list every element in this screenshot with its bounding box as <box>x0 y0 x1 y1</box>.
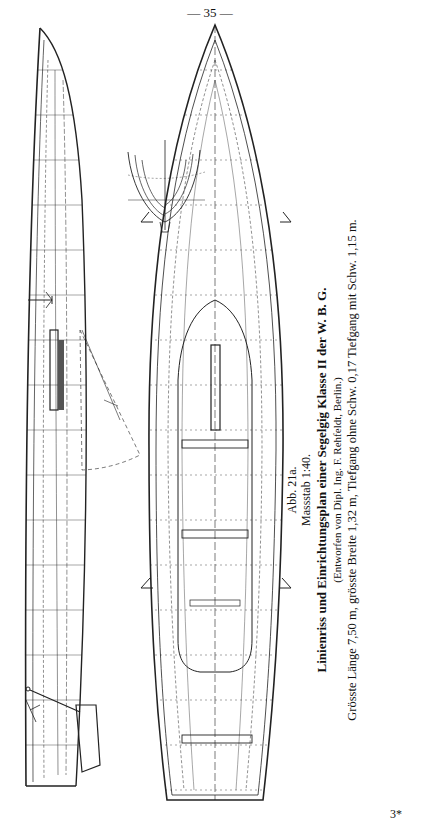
figure-caption: Linienriss und Einrichtungsplan einer Se… <box>315 288 329 673</box>
signature-mark: 3* <box>390 808 402 821</box>
designer-note: (Entworfen von Dipl. Ing. F. Rehfeldt, B… <box>331 377 343 582</box>
figure-number: Abb. 21a. <box>286 467 299 514</box>
scale-note: Massstab 1:40. <box>300 454 313 526</box>
dimension-note: Grösste Länge 7,50 m, grösste Breite 1,3… <box>346 219 360 720</box>
half-breadth-plan <box>140 25 295 800</box>
page-number: — 35 — <box>187 6 233 20</box>
body-plan <box>128 140 205 232</box>
sheer-profile <box>20 28 140 786</box>
